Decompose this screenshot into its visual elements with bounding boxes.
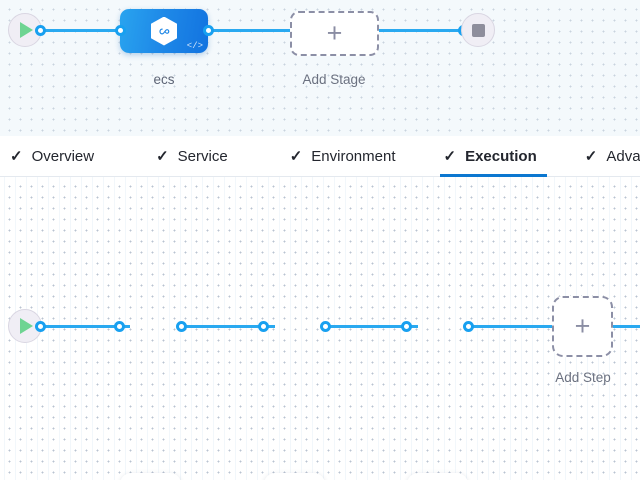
stage-output-port[interactable] xyxy=(203,25,214,36)
play-icon xyxy=(20,318,33,334)
stage-input-port[interactable] xyxy=(115,25,126,36)
step-edge-start-to-1 xyxy=(40,325,130,328)
step-3-input-port[interactable] xyxy=(401,321,412,332)
check-icon: ✓ xyxy=(156,147,169,165)
tab-overview-label: Overview xyxy=(31,147,95,165)
check-icon: ✓ xyxy=(584,147,598,165)
tab-execution-label: Execution xyxy=(465,147,537,165)
stage-edge-start-to-stage xyxy=(40,29,122,32)
tab-overview[interactable]: ✓ Overview xyxy=(10,136,94,177)
tab-environment[interactable]: ✓ Environment xyxy=(290,136,396,177)
step-edge-3-to-addstep xyxy=(470,325,555,328)
step-2-output-port[interactable] xyxy=(320,321,331,332)
add-step-button[interactable]: + xyxy=(552,296,613,357)
check-icon: ✓ xyxy=(443,147,457,165)
stage-start-output-port[interactable] xyxy=(35,25,46,36)
stage-end-node[interactable] xyxy=(461,13,495,47)
step-2-input-port[interactable] xyxy=(258,321,269,332)
tab-service[interactable]: ✓ Service xyxy=(156,136,228,177)
tab-advanced-label: Advance xyxy=(606,147,640,165)
step-node-ecs-service-setup[interactable]: </> xyxy=(120,473,181,480)
stage-code-glyph: </> xyxy=(186,41,203,51)
step-node-100-percentage-traffic-increase[interactable]: </> xyxy=(407,473,468,480)
add-step-label: Add Step xyxy=(555,370,611,385)
play-icon xyxy=(20,22,33,38)
add-stage-button[interactable]: + xyxy=(290,11,379,56)
add-step-plus-icon: + xyxy=(574,311,591,341)
step-edge-2-to-3 xyxy=(328,325,418,328)
stage-edge-stage-to-addstage xyxy=(206,29,292,32)
tab-environment-label: Environment xyxy=(311,147,396,165)
stage-edge-addstage-to-end xyxy=(377,29,461,32)
execution-canvas[interactable]: </> ECS Service Setup </> 50 xyxy=(0,177,640,480)
step-edge-addstep-to-next xyxy=(611,325,640,328)
step-1-input-port[interactable] xyxy=(114,321,125,332)
add-stage-plus-icon: + xyxy=(326,18,343,48)
add-stage-label: Add Stage xyxy=(302,72,366,87)
step-edge-1-to-2 xyxy=(185,325,275,328)
tab-service-label: Service xyxy=(177,147,228,165)
execution-start-output-port[interactable] xyxy=(35,321,46,332)
stage-label: ecs xyxy=(153,72,175,87)
stop-icon xyxy=(471,23,485,37)
tab-bar: ✓ Overview ✓ Service ✓ Environment ✓ Exe… xyxy=(0,136,640,177)
step-3-output-port[interactable] xyxy=(463,321,474,332)
pipeline-hexagon-icon xyxy=(151,16,177,46)
step-node-50-percent-traffic-increase[interactable]: </> xyxy=(264,473,325,480)
stage-canvas[interactable]: </> ecs + Add Stage xyxy=(0,0,640,136)
tab-advanced[interactable]: ✓ Advance xyxy=(585,136,640,177)
step-1-output-port[interactable] xyxy=(176,321,187,332)
stage-node-ecs[interactable]: </> xyxy=(120,9,208,53)
check-icon: ✓ xyxy=(10,147,23,165)
tab-execution[interactable]: ✓ Execution xyxy=(439,136,548,177)
check-icon: ✓ xyxy=(289,147,303,165)
